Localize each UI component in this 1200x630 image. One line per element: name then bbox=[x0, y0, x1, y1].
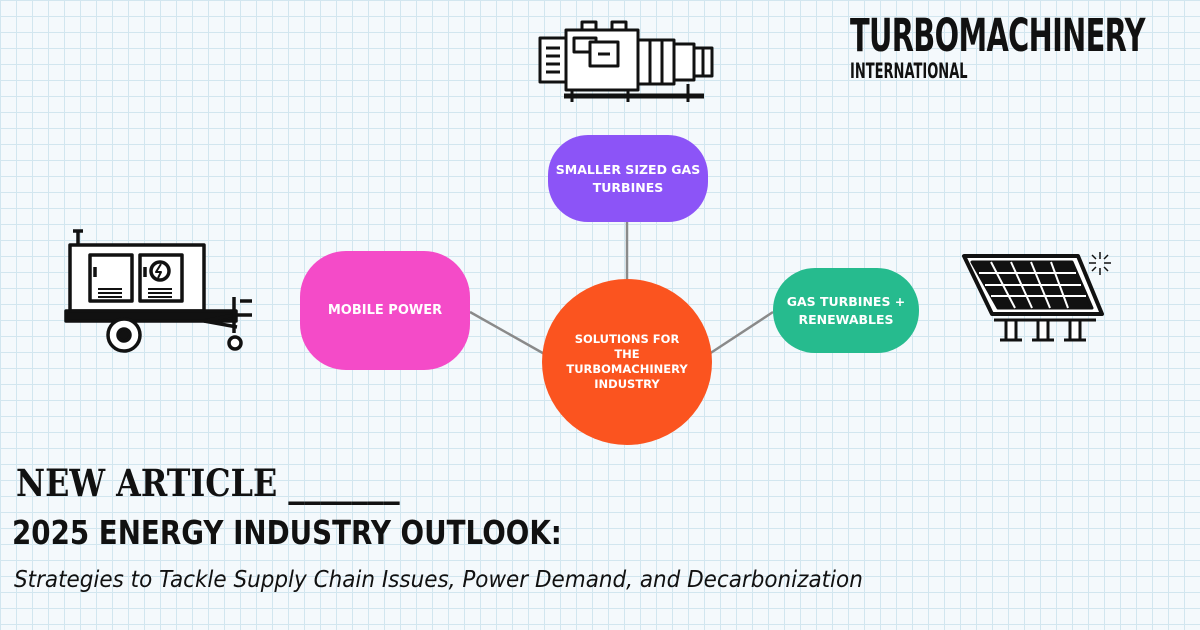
node-mobile-power: MOBILE POWER bbox=[300, 251, 470, 370]
node-smaller-gas-turbines: SMALLER SIZED GAS TURBINES bbox=[548, 135, 708, 222]
brand-subtitle: INTERNATIONAL bbox=[850, 59, 968, 83]
article-subtitle: Strategies to Tackle Supply Chain Issues… bbox=[14, 567, 863, 593]
mobile-generator-trailer-icon bbox=[64, 229, 252, 353]
solar-panel-icon bbox=[962, 252, 1111, 342]
connector-left bbox=[469, 310, 549, 358]
node-center-solutions: SOLUTIONS FOR THE TURBOMACHINERY INDUSTR… bbox=[542, 279, 712, 445]
gas-turbine-engine-icon bbox=[538, 20, 714, 102]
article-label: NEW ARTICLE _______ bbox=[16, 461, 400, 505]
connector-right bbox=[705, 310, 774, 358]
brand-name: TURBOMACHINERY bbox=[850, 9, 1145, 62]
brand-logo: TURBOMACHINERY INTERNATIONAL bbox=[850, 9, 1190, 83]
node-gas-turbines-renewables: GAS TURBINES + RENEWABLES bbox=[773, 268, 919, 353]
article-title: 2025 ENERGY INDUSTRY OUTLOOK: bbox=[12, 513, 562, 552]
